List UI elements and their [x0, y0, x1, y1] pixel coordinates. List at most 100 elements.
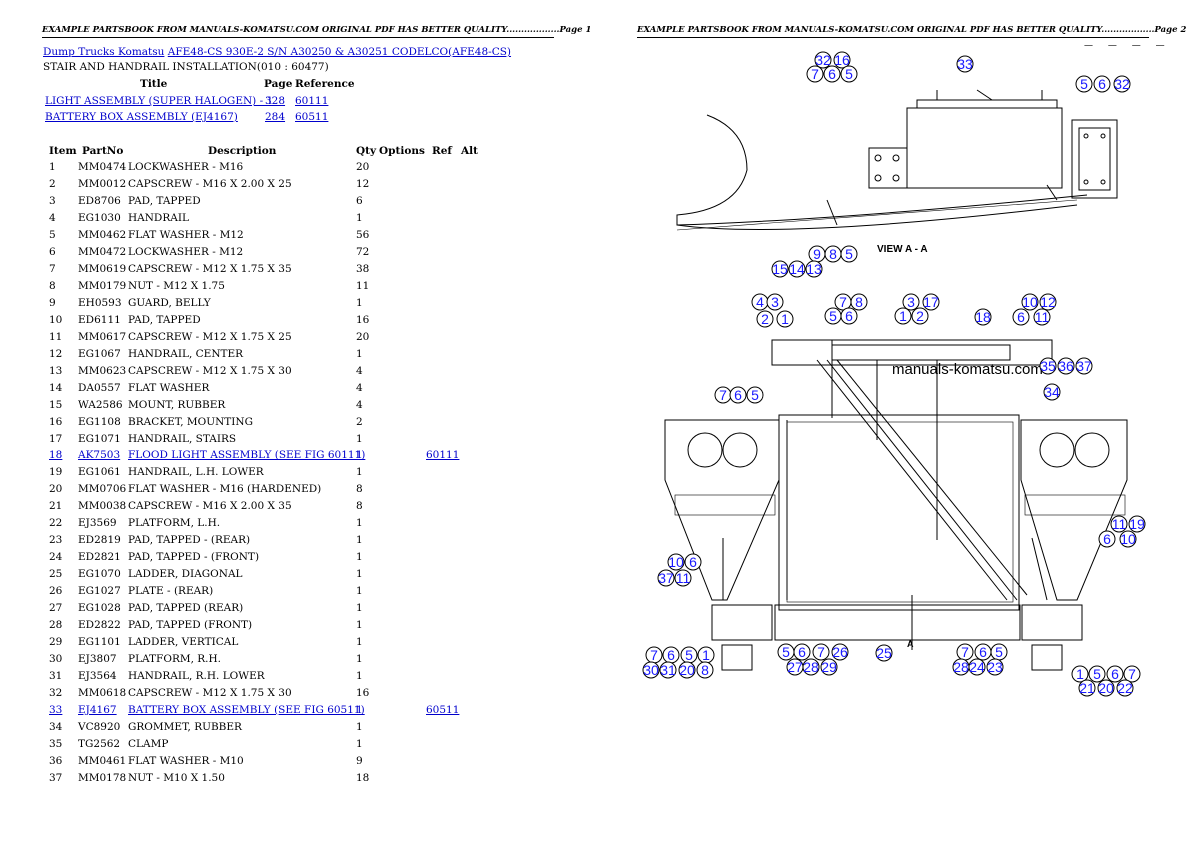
- cell-qty: 1: [356, 517, 363, 530]
- cell-qty[interactable]: 1: [356, 449, 363, 462]
- ref-reference-link[interactable]: 60511: [295, 111, 329, 123]
- table-row[interactable]: 18 AK7503 FLOOD LIGHT ASSEMBLY (SEE FIG 60…: [0, 449, 560, 466]
- cell-item: 2: [49, 177, 56, 190]
- cell-item: 13: [49, 364, 63, 377]
- cell-partno: MM0472: [78, 245, 127, 258]
- col-item-header: Item: [49, 145, 77, 157]
- callout-bubble: [667, 553, 685, 571]
- callout-bubble: [1075, 75, 1093, 93]
- callout-number: 3: [771, 294, 779, 310]
- callout-bubble: [1093, 75, 1111, 93]
- col-qty-header: Qty: [356, 145, 377, 157]
- cell-description: CAPSCREW - M16 X 2.00 X 35: [128, 500, 292, 513]
- callout-number: 29: [821, 659, 837, 675]
- cell-description: CAPSCREW - M12 X 1.75 X 30: [128, 687, 292, 700]
- cell-qty: 2: [356, 415, 363, 428]
- cell-ref[interactable]: 60111: [426, 449, 460, 462]
- cell-qty: 4: [356, 381, 363, 394]
- callout-bubble: [814, 51, 832, 69]
- callout-number: 11: [1112, 516, 1127, 532]
- front-view-drawing: [664, 339, 1128, 671]
- callout-number: 17: [923, 294, 939, 310]
- callout-number: 1: [899, 308, 907, 324]
- ref-title-link[interactable]: BATTERY BOX ASSEMBLY (EJ4167): [45, 111, 238, 123]
- callout-number: 5: [751, 387, 759, 403]
- cell-ref[interactable]: 60511: [426, 704, 460, 717]
- callout-number: 15: [772, 261, 788, 277]
- ref-page-link[interactable]: 328: [265, 95, 286, 107]
- cell-qty[interactable]: 1: [356, 704, 363, 717]
- breadcrumb-model-link[interactable]: AFE48-CS 930E-2 S/N A30250 & A30251 CODE…: [167, 46, 512, 58]
- table-row[interactable]: 33 EJ4167 BATTERY BOX ASSEMBLY (SEE FIG 60…: [0, 704, 560, 721]
- callout-number: 2: [761, 311, 769, 327]
- cell-partno[interactable]: AK7503: [78, 449, 121, 462]
- callout-bubble: [684, 553, 702, 571]
- cell-qty: 18: [356, 771, 370, 784]
- cell-qty: 1: [356, 296, 363, 309]
- cell-qty: 9: [356, 754, 363, 767]
- cell-qty: 1: [356, 347, 363, 360]
- callout-number: 1: [1076, 666, 1084, 682]
- cell-qty: 1: [356, 670, 363, 683]
- cell-item: 14: [49, 381, 63, 394]
- callout-number: 1: [781, 311, 789, 327]
- ref-title-link[interactable]: LIGHT ASSEMBLY (SUPER HALOGEN) - 1: [45, 95, 274, 107]
- cell-item: 12: [49, 347, 63, 360]
- cell-item: 35: [49, 737, 63, 750]
- cell-item[interactable]: 18: [49, 449, 63, 462]
- callout-number: 28: [953, 659, 969, 675]
- cell-description: PAD, TAPPED: [128, 313, 201, 326]
- callout-bubble: [1039, 293, 1057, 311]
- col-partno-header: PartNo: [82, 145, 124, 157]
- cell-partno: MM0178: [78, 771, 127, 784]
- cell-qty: 1: [356, 619, 363, 632]
- cell-item[interactable]: 33: [49, 704, 63, 717]
- callout-number: 26: [832, 644, 848, 660]
- callout-number: 5: [845, 246, 853, 262]
- callout-number: 7: [961, 644, 969, 660]
- callout-bubble: [771, 260, 789, 278]
- cell-partno[interactable]: EJ4167: [78, 704, 117, 717]
- callout-number: 5: [995, 644, 1003, 660]
- cell-description: PAD, TAPPED - (REAR): [128, 534, 251, 547]
- callout-number: 5: [685, 647, 693, 663]
- cell-item: 9: [49, 296, 56, 309]
- cell-description: HANDRAIL, R.H. LOWER: [128, 670, 265, 683]
- cell-description: FLAT WASHER - M12: [128, 228, 244, 241]
- cell-partno: EJ3569: [78, 517, 117, 530]
- cell-description: FLAT WASHER - M16 (HARDENED): [128, 483, 322, 496]
- cell-description: CAPSCREW - M12 X 1.75 X 30: [128, 364, 292, 377]
- cell-partno: WA2586: [78, 398, 123, 411]
- callout-bubble: [986, 658, 1004, 676]
- callout-number: 10: [1120, 531, 1136, 547]
- breadcrumb-root-link[interactable]: Dump Trucks Komatsu: [43, 46, 165, 58]
- callout-bubble: [802, 658, 820, 676]
- callout-bubble: [840, 307, 858, 325]
- cell-item: 11: [49, 330, 63, 343]
- cell-partno: DA0557: [78, 381, 121, 394]
- cell-description[interactable]: BATTERY BOX ASSEMBLY (SEE FIG 60511): [128, 704, 365, 717]
- callout-number: 31: [660, 662, 676, 678]
- ref-reference-link[interactable]: 60111: [295, 95, 329, 107]
- cell-item: 22: [49, 517, 63, 530]
- callout-number: 6: [1111, 666, 1119, 682]
- col-ref-header: Ref: [432, 145, 452, 157]
- ref-page-link[interactable]: 284: [265, 111, 286, 123]
- callout-bubble: [1043, 383, 1061, 401]
- cell-description[interactable]: FLOOD LIGHT ASSEMBLY (SEE FIG 60111): [128, 449, 366, 462]
- callout-bubble: [1071, 665, 1089, 683]
- callout-number: 13: [806, 261, 822, 277]
- cell-partno: EH0593: [78, 296, 122, 309]
- callout-bubble: [766, 293, 784, 311]
- cell-partno: MM0706: [78, 483, 127, 496]
- callout-number: 6: [828, 66, 836, 82]
- callout-number: 12: [1040, 294, 1056, 310]
